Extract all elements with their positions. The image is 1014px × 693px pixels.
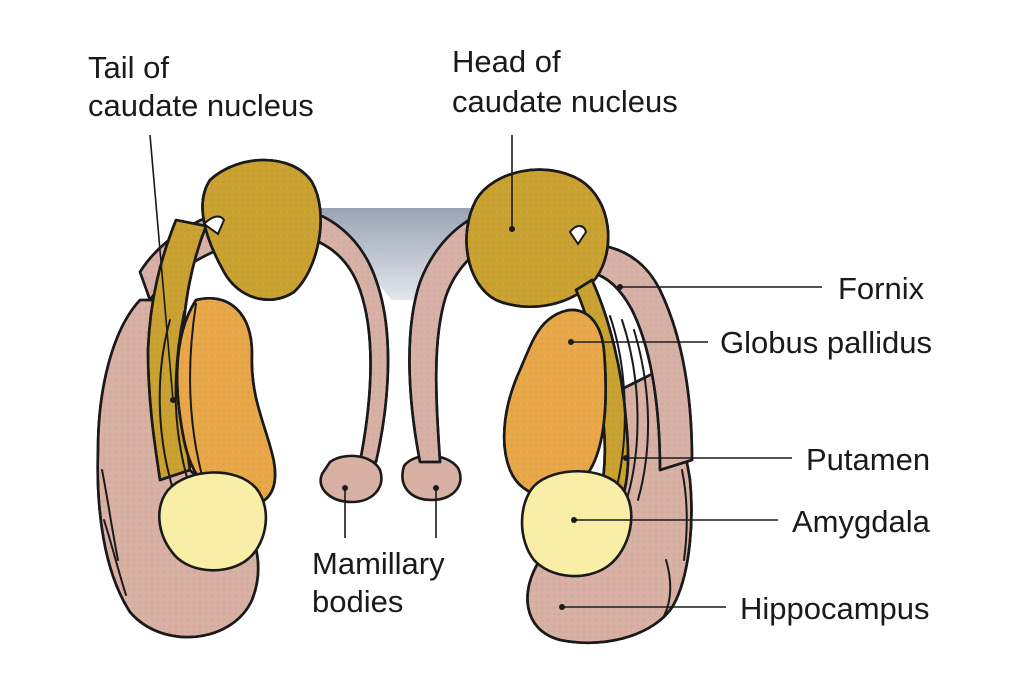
label-hippocampus: Hippocampus xyxy=(740,591,930,626)
right-hemisphere xyxy=(408,168,694,645)
leader-lines xyxy=(149,134,822,610)
mamillary-bodies xyxy=(319,454,462,504)
label-tail-caudate-line1: Tail of xyxy=(88,50,169,85)
label-mamillary-line1: Mamillary xyxy=(312,546,445,581)
label-head-caudate-line2: caudate nucleus xyxy=(452,84,678,119)
label-globus-pallidus: Globus pallidus xyxy=(720,325,932,360)
left-mamillary-body xyxy=(319,454,383,504)
label-fornix: Fornix xyxy=(838,271,925,306)
label-head-caudate-line1: Head of xyxy=(452,44,561,79)
left-amygdala xyxy=(157,471,268,572)
label-amygdala: Amygdala xyxy=(792,504,931,539)
text-labels: Tail of caudate nucleus Head of caudate … xyxy=(88,44,932,626)
commissure xyxy=(318,208,478,300)
label-mamillary-line2: bodies xyxy=(312,584,403,619)
label-putamen: Putamen xyxy=(806,442,930,477)
label-tail-caudate-line2: caudate nucleus xyxy=(88,88,314,123)
right-amygdala xyxy=(520,470,633,578)
